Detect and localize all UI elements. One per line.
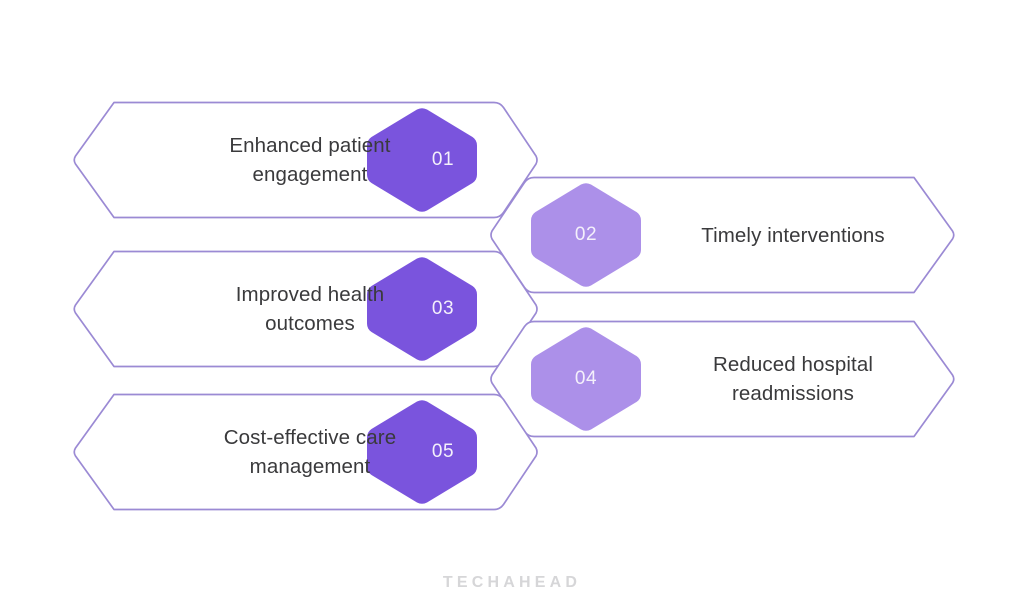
hexagon-badge-05 xyxy=(367,400,477,504)
benefit-card-04[interactable]: Reduced hospital readmissions 04 xyxy=(490,319,958,439)
hexagon-badge-03 xyxy=(367,257,477,361)
banner-shape-04 xyxy=(490,320,955,438)
benefit-card-05[interactable]: Cost-effective care management 05 xyxy=(70,392,538,512)
benefit-card-01[interactable]: Enhanced patient engagement 01 xyxy=(70,100,538,220)
banner-shape-03 xyxy=(73,250,538,368)
benefit-card-03[interactable]: Improved health outcomes 03 xyxy=(70,249,538,369)
hexagon-badge-04 xyxy=(531,327,641,431)
techahead-logo: TECHAHEAD xyxy=(442,574,582,591)
banner-shape-05 xyxy=(73,393,538,511)
hexagon-badge-01 xyxy=(367,108,477,212)
banner-shape-02 xyxy=(490,176,955,294)
banner-shape-01 xyxy=(73,101,538,219)
benefit-card-02[interactable]: Timely interventions 02 xyxy=(490,175,958,295)
hexagon-badge-02 xyxy=(531,183,641,287)
